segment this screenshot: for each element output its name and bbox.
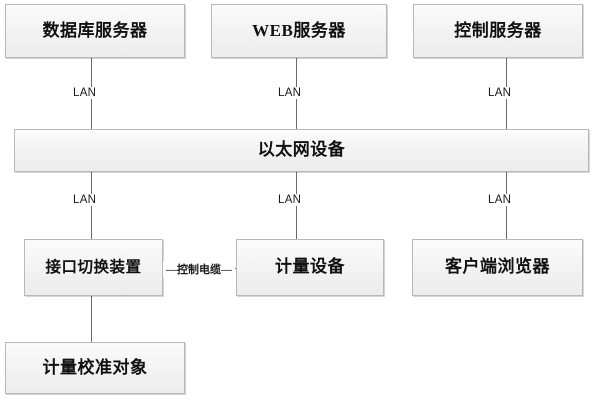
node-metering-device[interactable]: 计量设备 bbox=[236, 239, 384, 296]
edge-label-lan-control: LAN bbox=[486, 87, 514, 99]
node-client-browser[interactable]: 客户端浏览器 bbox=[412, 239, 583, 296]
node-calibration-object-label: 计量校准对象 bbox=[42, 357, 148, 377]
node-interface-switch-label: 接口切换装置 bbox=[45, 258, 142, 276]
edge-interface-switch-to-calibration-object bbox=[91, 295, 92, 343]
node-client-browser-label: 客户端浏览器 bbox=[445, 257, 550, 277]
node-database-server-label: 数据库服务器 bbox=[42, 20, 148, 40]
edge-label-control-cable: —控制电缆— bbox=[163, 261, 235, 277]
edge-label-lan-metering-device: LAN bbox=[276, 194, 304, 206]
edge-label-lan-web: LAN bbox=[276, 87, 304, 99]
node-web-server[interactable]: WEB服务器 bbox=[211, 4, 387, 58]
edge-label-lan-database: LAN bbox=[71, 87, 99, 99]
node-calibration-object[interactable]: 计量校准对象 bbox=[5, 342, 185, 394]
node-database-server[interactable]: 数据库服务器 bbox=[5, 4, 185, 58]
edge-label-lan-client-browser: LAN bbox=[486, 194, 514, 206]
node-interface-switch[interactable]: 接口切换装置 bbox=[24, 239, 163, 296]
node-control-server[interactable]: 控制服务器 bbox=[413, 4, 583, 58]
node-ethernet-device-label: 以太网设备 bbox=[257, 140, 346, 160]
node-metering-device-label: 计量设备 bbox=[275, 257, 345, 277]
node-ethernet-device[interactable]: 以太网设备 bbox=[14, 129, 589, 172]
node-web-server-label: WEB服务器 bbox=[252, 20, 346, 40]
edge-label-lan-interface-switch: LAN bbox=[71, 194, 99, 206]
node-control-server-label: 控制服务器 bbox=[454, 20, 542, 40]
